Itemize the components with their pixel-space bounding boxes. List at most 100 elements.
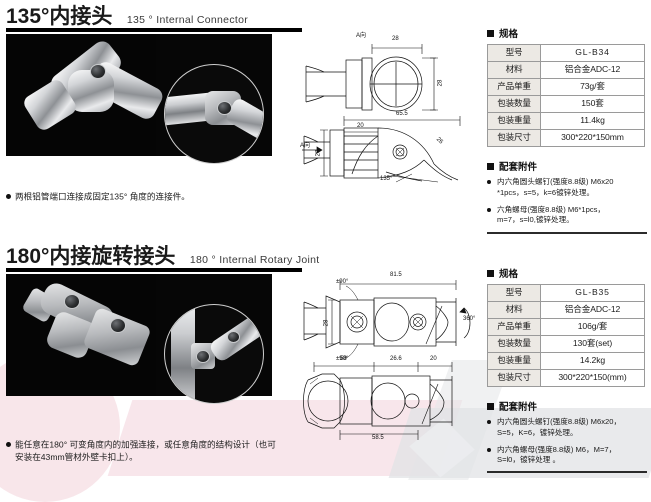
accessories-heading: 配套附件: [487, 159, 647, 173]
product-section-180: 180°内接旋转接头 180 ° Internal Rotary Joint: [0, 240, 651, 476]
table-row: 包装重量 14.2kg: [487, 352, 645, 370]
product-title-en: 135 ° Internal Connector: [126, 14, 249, 26]
rotary-bolt-lower-icon: [110, 318, 126, 333]
dim-label-rotation-360: 360°: [463, 316, 476, 322]
title-underline: [6, 268, 302, 272]
dim-label-angle-upper: ±90°: [336, 279, 349, 285]
accessories-block: 配套附件 内六角圆头螺钉(强度8.8级) M6x20， S=5，K=6，镀锌处理…: [487, 399, 647, 466]
drawing-svg: [303, 280, 471, 440]
dim-label-height-left: 28: [315, 149, 322, 157]
technical-drawing: A向 28 28 65.5 20 28 135° A向 26: [300, 24, 480, 184]
product-title-row: 180°内接旋转接头 180 ° Internal Rotary Joint: [0, 240, 651, 268]
drawing-svg: [302, 44, 461, 183]
spec-label-model: 型号: [487, 44, 541, 62]
spec-heading: 规格: [487, 26, 647, 40]
product-title-cn: 135°内接头: [6, 5, 113, 28]
accessories-heading: 配套附件: [487, 399, 647, 413]
dim-label-bottom-585: 58.5: [372, 435, 384, 441]
table-row: 包装数量 150套: [487, 95, 645, 113]
dim-label-height: 28: [323, 319, 330, 327]
dim-label-angle-135: 135°: [380, 176, 393, 182]
spec-label-pack-qty: 包装数量: [487, 95, 541, 113]
accessory-line-2: S=l0，镀锌处理 。: [497, 455, 561, 465]
spec-value-pack-size: 300*220*150(mm): [540, 369, 645, 387]
dim-label-a-direction-top: A向: [356, 33, 367, 39]
spec-value-unit-weight: 73g/套: [540, 78, 645, 96]
dim-label-segment-58: 58: [340, 356, 347, 362]
accessory-line-2: S=5，K=6，镀锌处理。: [497, 427, 578, 437]
table-row: 产品单重 106g/套: [487, 318, 645, 336]
spec-label-pack-qty: 包装数量: [487, 335, 541, 353]
dim-label-angle-lower: ±90°: [336, 356, 349, 362]
dim-label-total-length: 81.5: [390, 272, 402, 278]
list-item: 内六角圆头螺钉(强度8.8级) M6x20 *1pcs，s=5，k=6镀锌处理。: [487, 177, 647, 199]
spec-label-material: 材料: [487, 61, 541, 79]
bullet-icon: [487, 207, 491, 212]
spec-table: 型号 GL-B34 材料 铝合金ADC-12 产品单重 73g/套 包装数量 1…: [487, 44, 645, 147]
dim-label-insert-depth: 20: [357, 123, 364, 129]
square-bullet-icon: [487, 30, 494, 37]
spec-heading: 规格: [487, 266, 647, 280]
dim-label-width-top: 28: [392, 36, 399, 42]
dim-label-segment-266: 26.6: [390, 356, 402, 362]
spec-value-material: 铝合金ADC-12: [540, 61, 645, 79]
bullet-icon: [6, 193, 11, 199]
spec-label-pack-weight: 包装重量: [487, 112, 541, 130]
square-bullet-icon: [487, 270, 494, 277]
table-row: 产品单重 73g/套: [487, 78, 645, 96]
spec-column: 规格 型号 GL-B34 材料 铝合金ADC-12 产品单重 73g/套: [487, 26, 647, 232]
spec-value-pack-size: 300*220*150mm: [540, 129, 645, 147]
dim-label-segment-20: 20: [430, 356, 437, 362]
bullet-icon: [487, 180, 491, 184]
section-divider: [487, 471, 647, 473]
product-title-cn: 180°内接旋转接头: [6, 245, 176, 268]
spec-label-model: 型号: [487, 284, 541, 302]
product-title-en: 180 ° Internal Rotary Joint: [189, 254, 320, 266]
spec-heading-text: 规格: [499, 29, 519, 40]
list-item: 六角螺母(强度8.8级) M6*1pcs， m=7，s=l0,镀锌处理。: [487, 205, 647, 227]
accessories-block: 配套附件 内六角圆头螺钉(强度8.8级) M6x20 *1pcs，s=5，k=6…: [487, 159, 647, 226]
spec-label-pack-size: 包装尺寸: [487, 129, 541, 147]
accessory-line-1: 内六角圆头螺钉(强度8.8级) M6x20: [497, 177, 614, 186]
spec-value-pack-weight: 14.2kg: [540, 352, 645, 370]
product-photo: [6, 34, 296, 164]
spec-value-pack-weight: 11.4kg: [540, 112, 645, 130]
accessory-line-2: m=7，s=l0,镀锌处理。: [497, 215, 574, 225]
dim-label-total-length: 65.5: [396, 111, 408, 117]
description-line-1: 能任意在180° 可变角度内的加强连接，或任意角度的结构设计（也可: [15, 439, 276, 450]
list-item: 内六角圆头螺钉(强度8.8级) M6x20， S=5，K=6，镀锌处理。: [487, 417, 647, 439]
accessories-heading-text: 配套附件: [499, 402, 538, 413]
table-row: 包装尺寸 300*220*150(mm): [487, 369, 645, 387]
bullet-icon: [487, 420, 491, 424]
list-item: 内六角螺母(强度8.8级) M6，M=7， S=l0，镀锌处理 。: [487, 445, 647, 467]
spec-heading-text: 规格: [499, 269, 519, 280]
table-row: 包装数量 130套(set): [487, 335, 645, 353]
spec-label-unit-weight: 产品单重: [487, 318, 541, 336]
spec-label-pack-size: 包装尺寸: [487, 369, 541, 387]
spec-label-unit-weight: 产品单重: [487, 78, 541, 96]
bullet-icon: [487, 447, 491, 452]
spec-value-pack-qty: 150套: [540, 95, 645, 113]
spec-column: 规格 型号 GL-B35 材料 铝合金ADC-12 产品单重 106g/套: [487, 266, 647, 472]
spec-value-pack-qty: 130套(set): [540, 335, 645, 353]
table-row: 包装尺寸 300*220*150mm: [487, 129, 645, 147]
rotary-bolt-upper-icon: [64, 294, 80, 309]
dim-label-a-direction-side: A向: [300, 143, 311, 149]
spec-value-unit-weight: 106g/套: [540, 318, 645, 336]
inset-bolt-lower-icon: [196, 350, 210, 363]
bullet-icon: [6, 441, 11, 447]
table-row: 材料 铝合金ADC-12: [487, 301, 645, 319]
spec-table: 型号 GL-B35 材料 铝合金ADC-12 产品单重 106g/套 包装数量 …: [487, 284, 645, 387]
product-section-135: 135°内接头 135 ° Internal Connector 两根: [0, 0, 651, 238]
inset-bolt-icon: [217, 101, 232, 115]
accessory-line-1: 内六角圆头螺钉(强度8.8级) M6x20，: [497, 417, 622, 426]
table-row: 包装重量 11.4kg: [487, 112, 645, 130]
table-row: 材料 铝合金ADC-12: [487, 61, 645, 79]
inset-bolt-upper-icon: [227, 331, 240, 343]
description-line-1: 两根铝管端口连接成固定135° 角度的连接件。: [15, 191, 190, 202]
accessory-line-2: *1pcs，s=5，k=6镀锌处理。: [497, 187, 595, 197]
connector-bolt-icon: [90, 64, 106, 79]
dim-label-height-right: 28: [437, 79, 444, 87]
table-row: 型号 GL-B35: [487, 284, 645, 302]
